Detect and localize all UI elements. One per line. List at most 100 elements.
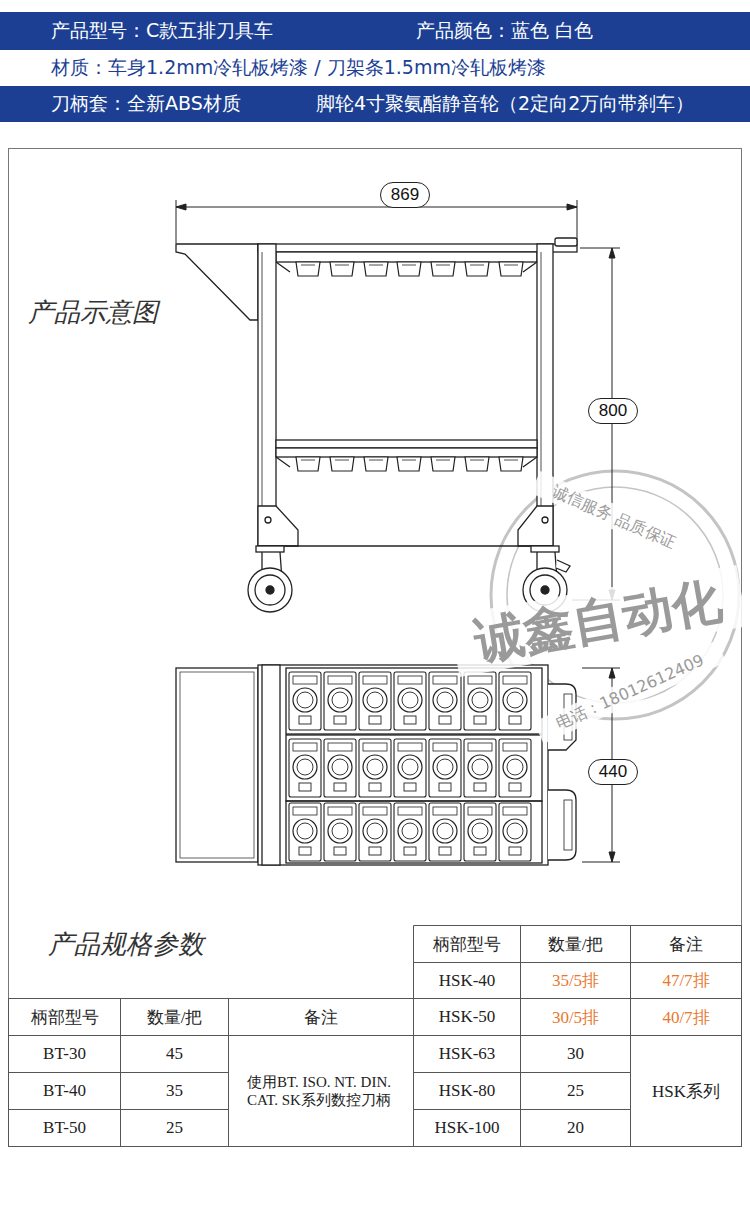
dimension-value: 800 [599,401,627,421]
table-cell: 35/5排 [521,963,630,998]
table-cell: 30 [521,1036,630,1072]
wheel-rim [255,575,285,605]
table-cell: 45 [121,1036,228,1072]
holder [499,739,531,797]
arrowhead [567,204,577,210]
dimension-800 [572,248,620,600]
holder [289,803,321,861]
handle-grip [564,800,572,850]
dimension-value: 869 [391,185,419,205]
holder [394,672,426,730]
arrowhead [609,248,615,258]
bolt [542,517,548,523]
cup [465,262,489,276]
cup [296,262,320,276]
table-cell: HSK-80 [414,1073,520,1109]
bottom-edge [258,545,553,546]
table-cell: HSK系列 [631,1036,741,1146]
table-rule [9,999,414,1147]
dimension-value: 440 [599,762,627,782]
wheel-hub [266,586,274,594]
table-cell: 30/5排 [521,999,630,1035]
upright-top [262,665,280,865]
spec-text: 产品型号：C款五排刀具车 [51,19,273,42]
holder [359,672,391,730]
handle-top [548,790,576,860]
side-tray [176,244,258,320]
corner-bracket [518,506,553,546]
middle-rail [276,440,537,448]
holder [394,803,426,861]
holder [324,739,356,797]
table-header: 柄部型号 [414,926,520,962]
table-header: 备注 [631,926,741,962]
holder [464,672,496,730]
holder [464,803,496,861]
holder [324,672,356,730]
holder [394,739,426,797]
table-cell: BT-40 [9,1073,120,1109]
cup [296,457,320,471]
holder [289,672,321,730]
spec-table-grid [9,926,742,1147]
table-cell: 47/7排 [631,963,741,998]
cup [499,457,523,471]
holder [359,739,391,797]
shelf-cups [296,262,523,471]
holder [499,672,531,730]
middle-shelf [276,448,537,457]
tool-holders [289,672,531,861]
corner-bracket [258,506,298,546]
extension-line [582,862,620,863]
upright-edge [262,252,263,540]
spec-text: 材质：车身1.2mm冷轧板烤漆 / 刀架条1.5mm冷轧板烤漆 [51,56,546,79]
cup [465,457,489,471]
cup [397,457,421,471]
left-upright [258,244,276,546]
table-cell: 25 [521,1073,630,1109]
dimension-label: 800 [588,398,638,424]
section-title: 产品示意图 [28,298,158,328]
table-cell: HSK-100 [414,1110,520,1146]
shelf-brace [276,262,537,467]
caster-plate [256,546,284,552]
table-cell: HSK-50 [414,999,520,1035]
cup [431,262,455,276]
table-cell: 25 [121,1110,228,1146]
holder [429,803,461,861]
table-rule [414,926,742,1147]
table-header: 数量/把 [521,926,630,962]
dimension-line [612,248,613,600]
spec-text: 脚轮4寸聚氨酯静音轮（2定向2万向带刹车） [316,92,694,115]
wheel-hub [541,586,549,594]
arrowhead [609,668,615,678]
table-rule [9,999,229,1147]
holder [429,672,461,730]
tool-row [286,801,542,863]
dimension-869 [176,200,577,243]
spec-band: 材质：车身1.2mm冷轧板烤漆 / 刀架条1.5mm冷轧板烤漆 [0,50,750,86]
top-view [176,665,576,865]
tray-top [176,668,258,862]
tool-row [286,668,542,734]
cup [330,262,354,276]
table-cell: HSK-63 [414,1036,520,1072]
top-rail [258,244,577,252]
holder [324,803,356,861]
cup [330,457,354,471]
extension-line [582,668,620,669]
arrowhead [176,204,186,210]
handle [555,238,577,246]
cup [364,457,388,471]
frame-border [9,149,742,1147]
drawing-frame: 产品示意图产品规格参数 869 800 440 [8,148,742,1147]
section-title: 产品规格参数 [48,930,204,960]
holder [429,739,461,797]
table-header: 柄部型号 [9,999,120,1035]
caster-plate [531,546,559,552]
dimension-label: 869 [380,182,430,208]
watermark: 诚信服务 品质保证 [531,471,698,563]
holder [499,803,531,861]
tool-row [286,735,542,801]
